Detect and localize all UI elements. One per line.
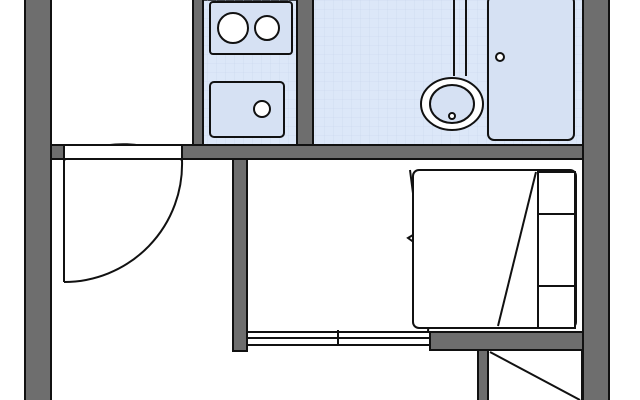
- burner-right-icon: [254, 15, 280, 41]
- bed-pillow-top: [537, 171, 576, 215]
- wall-upper-horizontal-left: [50, 144, 65, 160]
- door-threshold: [63, 144, 183, 160]
- toilet-drain-icon: [448, 112, 456, 120]
- wall-left-outer: [24, 0, 52, 400]
- bed-pillow-bottom: [537, 285, 576, 329]
- wall-right-outer: [582, 0, 610, 400]
- wall-kitchen-right: [296, 0, 314, 147]
- closet-diagonal: [489, 351, 581, 400]
- burner-left-icon: [217, 12, 249, 44]
- wall-closet-divider: [477, 349, 489, 400]
- kitchen-sink: [209, 81, 285, 138]
- hinged-door-arc: [63, 159, 184, 283]
- bed-pillow-middle: [537, 213, 576, 287]
- bathtub-drain-icon: [495, 52, 505, 62]
- toilet-bowl-icon: [429, 84, 475, 124]
- wall-main-bottom: [429, 331, 584, 351]
- sink-drain-icon: [253, 100, 271, 118]
- wall-upper-horizontal-right: [181, 144, 584, 160]
- bathtub: [487, 0, 575, 141]
- hinged-door-swing: [63, 143, 183, 282]
- wall-kitchen-left: [192, 0, 204, 147]
- bed-headboard-diagonal: [497, 171, 537, 327]
- wall-closet-left: [232, 158, 248, 352]
- toilet-tank: [453, 0, 467, 76]
